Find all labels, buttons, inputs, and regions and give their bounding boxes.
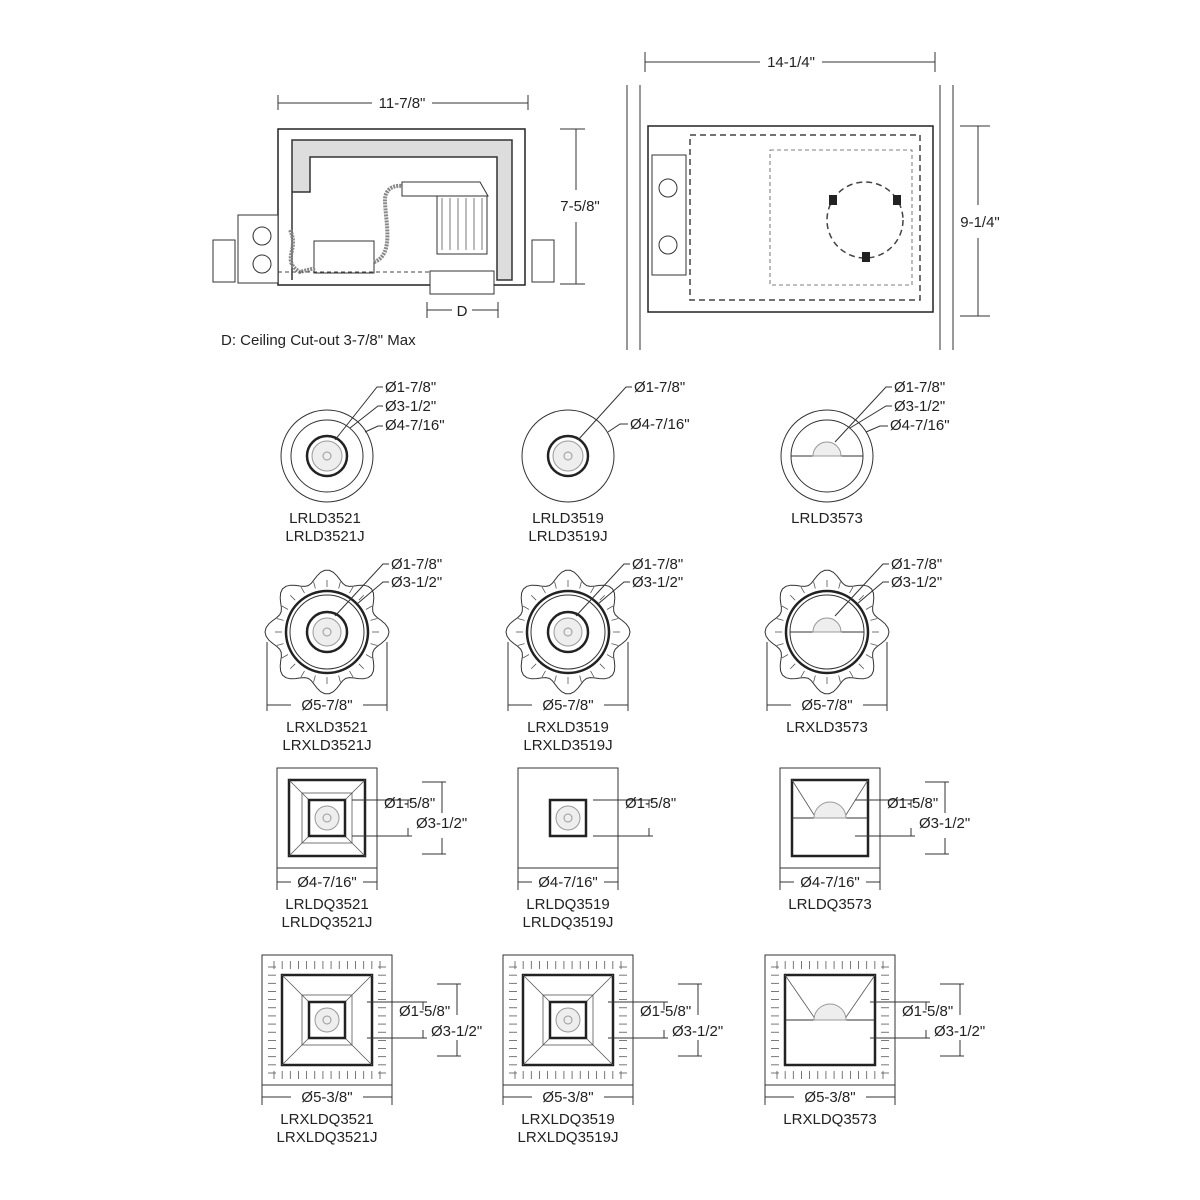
model-label: LRXLD3573 [786,719,868,736]
callout: Ø3-1/2" [431,1023,482,1040]
model-label: LRXLDQ3519J [518,1129,619,1146]
round-trim-LRLD3521: Ø1-7/8" Ø3-1/2" Ø4-7/16" LRLD3521 LRLD35… [280,379,445,545]
model-label: LRLD3519 [532,510,604,527]
width-dim: Ø5-7/8" [542,697,593,714]
callout: Ø3-1/2" [919,815,970,832]
round-trim-LRLD3519: Ø1-7/8" Ø4-7/16" LRLD3519 LRLD3519J [521,379,690,545]
callout: Ø3-1/2" [894,398,945,415]
square-trim-LRLDQ3573: Ø1-5/8" Ø3-1/2" Ø4-7/16" LRLDQ3573 [779,767,970,913]
callout: Ø1-7/8" [634,379,685,396]
square-trimless-LRXLDQ3519: Ø1-5/8" Ø3-1/2" Ø5-3/8" LRXLDQ3519LRXLDQ351… [502,954,723,1146]
callout: Ø3-1/2" [891,574,942,591]
model-label: LRLD3521 [289,510,361,527]
model-label: LRLDQ3519J [523,914,614,931]
model-label: LRLD3573 [791,510,863,527]
callout: Ø3-1/2" [672,1023,723,1040]
plan-width-dim: 14-1/4" [767,54,815,71]
callout: Ø1-7/8" [385,379,436,396]
model-label: LRXLDQ3519 [521,1111,614,1128]
width-dim: Ø5-3/8" [804,1089,855,1106]
model-label: LRXLDQ3521J [277,1129,378,1146]
round-trimless-LRXLD3573: Ø1-7/8"Ø3-1/2" Ø5-7/8" LRXLD3573 [764,556,942,736]
callout: Ø3-1/2" [391,574,442,591]
cutout-dim: D [457,303,468,320]
model-label: LRXLD3519 [527,719,609,736]
callout: Ø1-5/8" [887,795,938,812]
width-dim: Ø4-7/16" [800,874,860,891]
model-label: LRXLDQ3521 [280,1111,373,1128]
square-trimless-LRXLDQ3521: Ø1-5/8" Ø3-1/2" Ø5-3/8" LRXLDQ3521LRXLDQ352… [261,954,482,1146]
model-label: LRXLD3521J [282,737,371,754]
callout: Ø1-5/8" [902,1003,953,1020]
callout: Ø3-1/2" [632,574,683,591]
model-label: LRXLD3521 [286,719,368,736]
side-view: 11-7/8" 7-5/8" D D: Ceiling Cut-out 3-7/… [212,95,600,349]
callout: Ø3-1/2" [416,815,467,832]
callout: Ø1-5/8" [640,1003,691,1020]
model-label: LRLDQ3573 [788,896,871,913]
callout: Ø1-7/8" [391,556,442,573]
callout: Ø4-7/16" [890,417,950,434]
callout: Ø4-7/16" [385,417,445,434]
model-label: LRLD3519J [528,528,607,545]
callout: Ø1-7/8" [894,379,945,396]
width-dim: Ø5-7/8" [301,697,352,714]
callout: Ø3-1/2" [934,1023,985,1040]
callout: Ø1-5/8" [399,1003,450,1020]
callout: Ø3-1/2" [385,398,436,415]
callout: Ø1-5/8" [625,795,676,812]
width-dim: Ø5-3/8" [301,1089,352,1106]
model-label: LRLDQ3521J [282,914,373,931]
width-dim: Ø4-7/16" [297,874,357,891]
model-label: LRLD3521J [285,528,364,545]
round-trim-LRLD3573: Ø1-7/8" Ø3-1/2" Ø4-7/16" LRLD3573 [780,379,950,527]
callout: Ø4-7/16" [630,416,690,433]
side-width-dim: 11-7/8" [379,95,426,112]
callout: Ø1-5/8" [384,795,435,812]
callout: Ø1-7/8" [632,556,683,573]
model-label: LRLDQ3521 [285,896,368,913]
model-label: LRLDQ3519 [526,896,609,913]
width-dim: Ø4-7/16" [538,874,598,891]
model-label: LRXLDQ3573 [783,1111,876,1128]
width-dim: Ø5-7/8" [801,697,852,714]
square-trimless-LRXLDQ3573: Ø1-5/8" Ø3-1/2" Ø5-3/8" LRXLDQ3573 [764,954,985,1128]
side-height-dim: 7-5/8" [560,198,600,215]
square-trim-LRLDQ3521: Ø1-5/8" Ø3-1/2" Ø4-7/16" LRLDQ3521LRLDQ3521… [276,767,467,931]
callout: Ø1-7/8" [891,556,942,573]
plan-view: 14-1/4" 9-1/4" [626,52,1000,350]
plan-height-dim: 9-1/4" [960,214,1000,231]
cutout-caption: D: Ceiling Cut-out 3-7/8" Max [221,332,416,349]
width-dim: Ø5-3/8" [542,1089,593,1106]
model-label: LRXLD3519J [523,737,612,754]
